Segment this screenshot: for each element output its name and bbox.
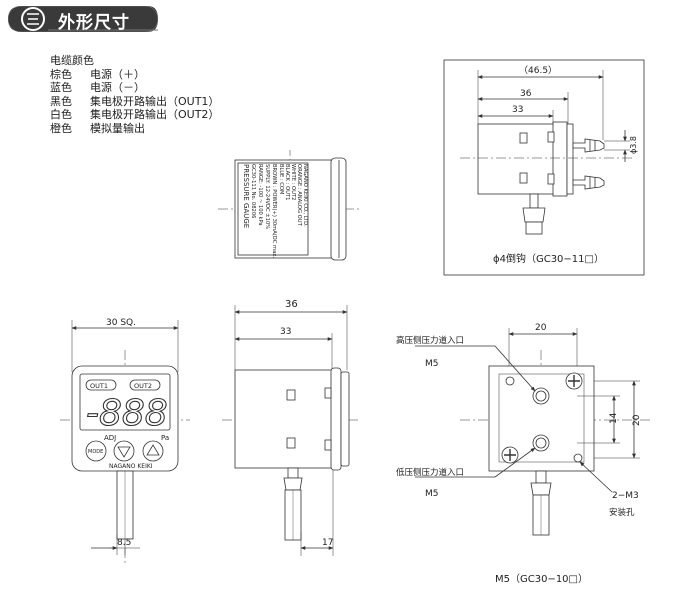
svg-text:GC30-111 No. 08206: GC30-111 No. 08206 [250, 164, 256, 218]
header-banner [8, 6, 158, 32]
up-arrow-icon [146, 444, 160, 456]
dim-36-side: 36 [285, 299, 298, 310]
brand-label: NAGANO KEIKI [109, 463, 153, 470]
down-button[interactable] [113, 440, 135, 462]
cable-color-table: 电缆颜色 棕色电源（＋） 蓝色电源（－） 黑色集电极开路输出（OUT1） 白色集… [50, 54, 219, 135]
top-view [218, 150, 362, 261]
cable-row: 棕色电源（＋） [50, 67, 145, 81]
out2-label: OUT2 [134, 382, 152, 390]
dim-33-detail: 33 [512, 105, 523, 115]
barb-caption: ϕ4倒钩（GC30−11□） [493, 253, 604, 265]
side-view [222, 305, 360, 556]
svg-text:BLUE : COM: BLUE : COM [278, 164, 284, 195]
svg-text:BROWN : POWER(+) 30mA(DC max.: BROWN : POWER(+) 30mA(DC max. [271, 164, 277, 258]
svg-text:ORANGE : ANALOG OUT: ORANGE : ANALOG OUT [296, 164, 302, 227]
pa-label: Pa [161, 434, 169, 442]
mount-hole-label: 安装孔 [609, 507, 635, 518]
svg-text:BLACK : OUT1: BLACK : OUT1 [284, 164, 290, 200]
dim-46-5: （46.5） [519, 65, 557, 76]
dim-3-8: ϕ3.8 [629, 136, 638, 154]
low-pressure-port-thread: M5 [425, 489, 439, 499]
svg-text:PRESSURE GAUGE: PRESSURE GAUGE [242, 164, 250, 228]
dim-14: 14 [609, 412, 619, 424]
back-view [415, 328, 650, 536]
out2-indicator [129, 379, 161, 391]
dim-33-side: 33 [280, 327, 291, 337]
cable-row: 黑色集电极开路输出（OUT1） [50, 94, 220, 108]
m3-label: 2−M3 [612, 491, 639, 501]
dim-30-sq: 30 SQ. [106, 318, 136, 328]
down-arrow-icon [117, 446, 131, 458]
dim-17: 17 [322, 538, 333, 548]
svg-text:WHITE : OUT2: WHITE : OUT2 [290, 164, 296, 200]
high-pressure-port-thread: M5 [425, 359, 439, 369]
front-view [60, 320, 190, 565]
adj-label: ADJ [104, 434, 116, 442]
svg-text:RANGE: -100 ~ 100 kPa: RANGE: -100 ~ 100 kPa [257, 164, 263, 226]
product-label [237, 162, 309, 256]
section-title: 外形尺寸 [58, 13, 130, 33]
dim-8-5: 8.5 [117, 538, 131, 548]
mode-button[interactable] [85, 440, 107, 462]
cable-row: 橙色模拟量输出 [50, 121, 145, 135]
dim-36-detail: 36 [520, 89, 532, 99]
seven-segment-display: -888 [86, 393, 168, 434]
up-button[interactable] [142, 440, 164, 462]
section-header: 外形尺寸 [8, 6, 158, 33]
svg-text:NAGANO KEIKI CO., LTD.: NAGANO KEIKI CO., LTD. [302, 164, 308, 227]
product-label-text: PRESSURE GAUGE GC30-111 No. 08206 RANGE:… [242, 164, 308, 258]
back-view-caption: M5（GC30−10□） [495, 573, 588, 585]
dim-20-right: 20 [632, 414, 642, 426]
out1-indicator [85, 379, 117, 391]
cable-color-heading: 电缆颜色 [50, 54, 94, 67]
out1-label: OUT1 [90, 382, 108, 390]
low-pressure-port-label: 低压侧压力道入口 [396, 467, 464, 478]
mode-label: MODE [88, 449, 103, 455]
cable-row: 白色集电极开路输出（OUT2） [50, 108, 220, 121]
high-pressure-port-label: 高压侧压力道入口 [396, 335, 464, 346]
side-detail-frame [443, 59, 645, 276]
cable-row: 蓝色电源（－） [50, 81, 145, 94]
dim-20-top: 20 [535, 323, 547, 333]
list-icon [27, 13, 39, 25]
svg-text:SUPPLY: 12-24VDC ±10%: SUPPLY: 12-24VDC ±10% [264, 164, 270, 229]
